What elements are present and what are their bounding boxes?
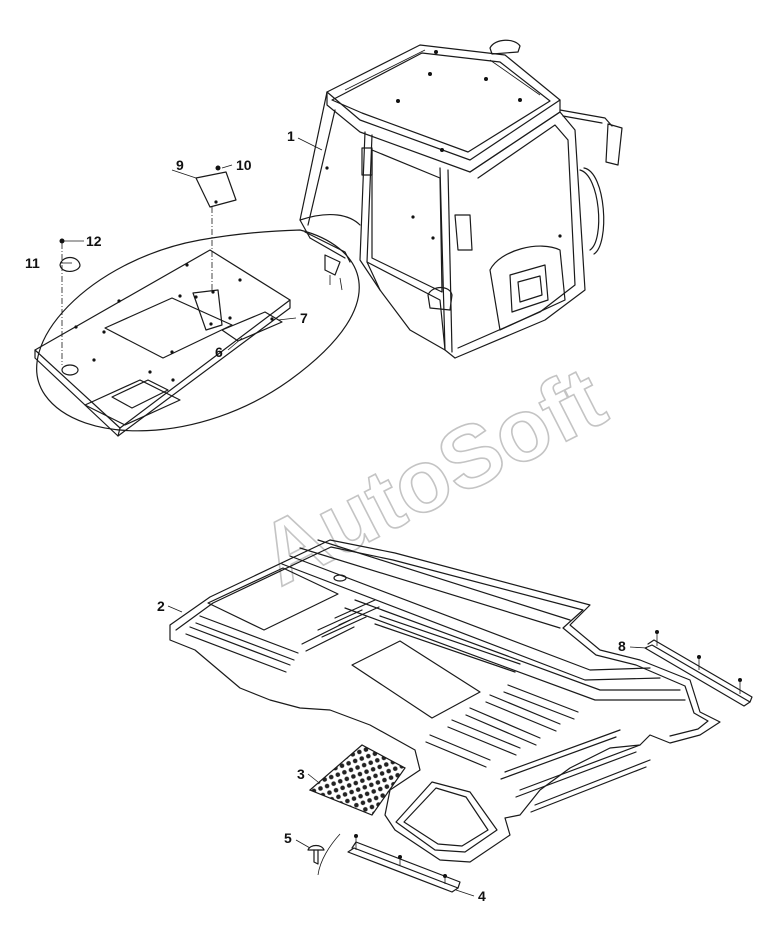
callout-4: 4 <box>478 888 486 904</box>
callout-11: 11 <box>25 255 40 271</box>
callout-2: 2 <box>157 598 165 614</box>
trim-strip-lower <box>347 834 461 893</box>
callout-10: 10 <box>236 157 252 173</box>
watermark: AutoSoft <box>243 346 620 604</box>
part-cover-plate <box>195 165 237 295</box>
cab-assembly <box>299 39 623 359</box>
callout-6: 6 <box>215 344 223 360</box>
part-plug <box>59 238 81 365</box>
callout-1: 1 <box>287 128 295 144</box>
screw <box>307 833 341 876</box>
trim-strip-right <box>644 630 753 707</box>
callout-9: 9 <box>176 157 184 173</box>
callout-12: 12 <box>86 233 102 249</box>
callout-8: 8 <box>618 638 626 654</box>
svg-text:AutoSoft: AutoSoft <box>244 347 620 604</box>
callout-3: 3 <box>297 766 305 782</box>
floor-mat <box>169 539 721 863</box>
callout-5: 5 <box>284 830 292 846</box>
leader-lines <box>60 137 648 897</box>
detail-view <box>34 229 360 437</box>
perforated-plate <box>308 744 406 816</box>
callout-7: 7 <box>300 310 308 326</box>
